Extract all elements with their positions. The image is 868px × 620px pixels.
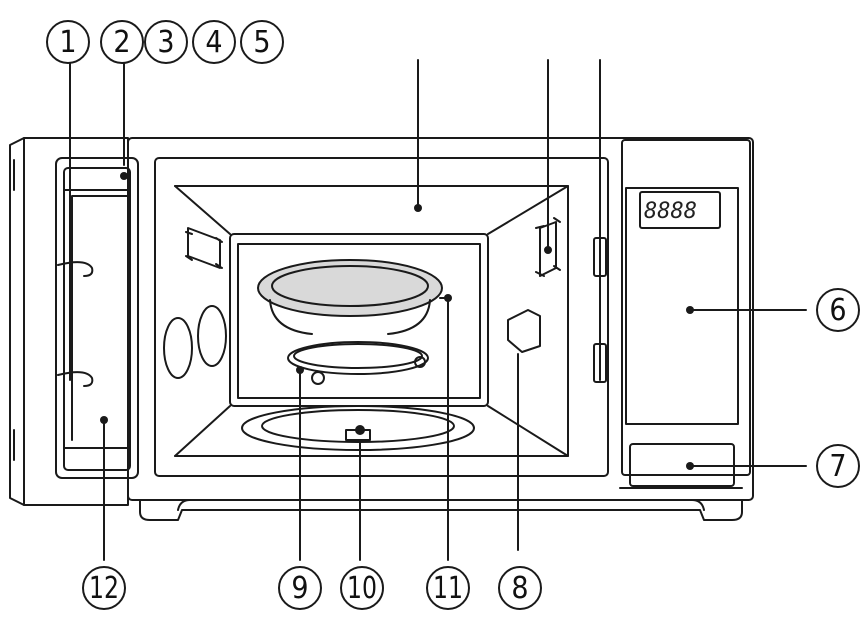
callout-12: 12 <box>82 566 126 610</box>
callout-label: 1 <box>59 25 76 60</box>
callout-circle <box>100 20 144 64</box>
callout-circle <box>240 20 284 64</box>
callout-1: 1 <box>46 20 90 64</box>
callout-circle <box>144 20 188 64</box>
callout-circle <box>816 444 860 488</box>
callout-label: 11 <box>433 571 463 606</box>
callout-7: 7 <box>816 444 860 488</box>
control-panel <box>619 139 807 489</box>
callout-label: 4 <box>205 25 222 60</box>
callout-circle <box>816 288 860 332</box>
callout-label: 2 <box>113 25 130 60</box>
callout-circle <box>498 566 542 610</box>
callout-11: 11 <box>426 566 470 610</box>
callout-2: 2 <box>100 20 144 64</box>
callout-6: 6 <box>816 288 860 332</box>
callout-circle <box>340 566 384 610</box>
display-readout: 8888 <box>644 199 697 224</box>
callout-label: 8 <box>511 571 528 606</box>
callout-4: 4 <box>192 20 236 64</box>
callout-label: 6 <box>829 293 846 328</box>
callout-label: 12 <box>89 571 119 606</box>
door-interlock <box>593 59 607 383</box>
callout-circle <box>82 566 126 610</box>
callout-circle <box>46 20 90 64</box>
callout-label: 3 <box>157 25 174 60</box>
callout-label: 7 <box>829 449 846 484</box>
callout-8: 8 <box>498 566 542 610</box>
callout-5: 5 <box>240 20 284 64</box>
callout-circle <box>192 20 236 64</box>
callout-circle <box>426 566 470 610</box>
callout-3: 3 <box>144 20 188 64</box>
glass-tray <box>257 259 449 561</box>
microwave-door <box>9 59 139 506</box>
leader-dots <box>100 172 694 470</box>
callout-label: 10 <box>347 571 377 606</box>
callout-label: 5 <box>253 25 270 60</box>
microwave-cabinet <box>127 137 754 521</box>
callout-label: 9 <box>291 571 308 606</box>
callout-10: 10 <box>340 566 384 610</box>
oven-cavity <box>154 59 609 551</box>
callout-9: 9 <box>278 566 322 610</box>
turntable-shaft <box>241 405 475 561</box>
callout-circle <box>278 566 322 610</box>
roller-ring <box>287 341 429 561</box>
